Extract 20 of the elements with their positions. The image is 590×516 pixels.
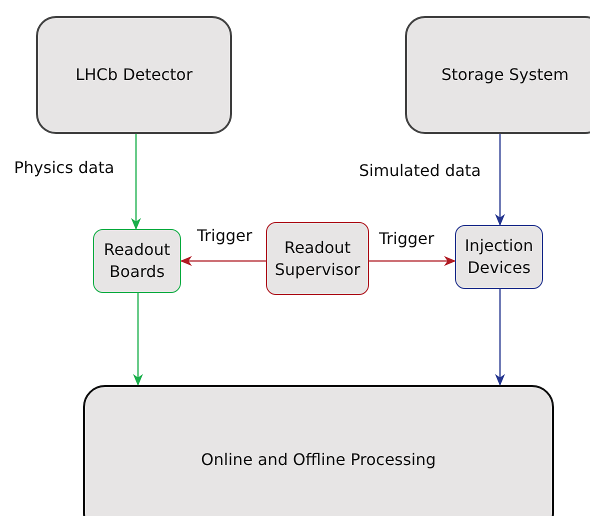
process-box bbox=[93, 229, 181, 293]
edge-label: Trigger bbox=[377, 229, 436, 248]
process-box bbox=[405, 16, 590, 134]
node-label: Readout Supervisor bbox=[274, 236, 362, 280]
process-box bbox=[83, 385, 554, 516]
node-label: Online and Offline Processing bbox=[201, 449, 436, 471]
process-box bbox=[266, 222, 369, 295]
arrow bbox=[495, 134, 505, 226]
arrow bbox=[180, 256, 266, 266]
node-label: Injection Devices bbox=[464, 235, 534, 279]
arrow bbox=[131, 134, 141, 230]
arrow bbox=[369, 256, 456, 266]
process-box bbox=[36, 16, 232, 134]
arrow bbox=[133, 293, 143, 386]
node-label: Readout Boards bbox=[102, 239, 172, 283]
edge-label: Trigger bbox=[195, 226, 254, 245]
node-label: LHCb Detector bbox=[75, 64, 193, 86]
arrow bbox=[495, 289, 505, 386]
node-label: Storage System bbox=[441, 64, 569, 86]
process-box bbox=[455, 225, 543, 289]
